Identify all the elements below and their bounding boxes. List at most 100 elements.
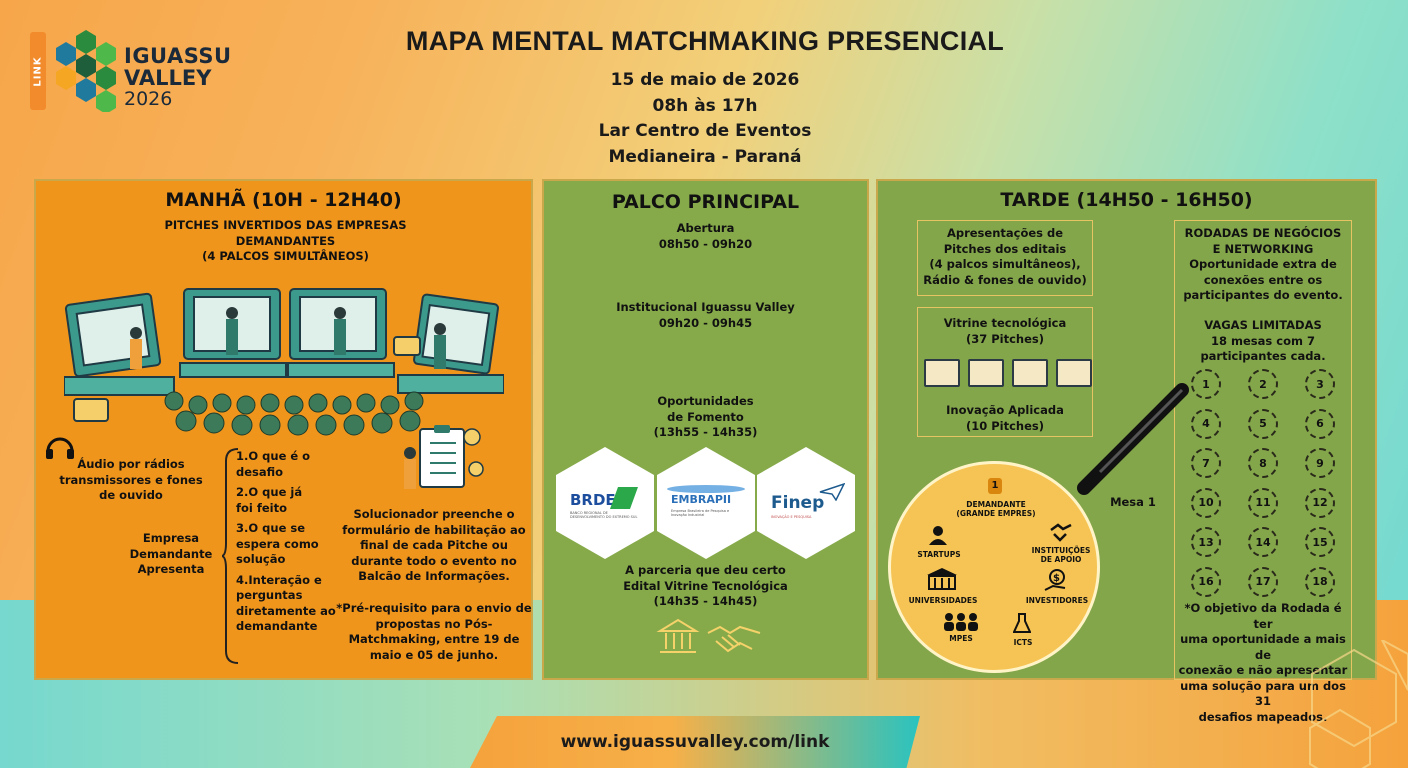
magnifier-handle-icon xyxy=(1077,383,1189,495)
form-checklist-icon xyxy=(404,425,484,489)
manha-subtitle-line3: (4 PALCOS SIMULTÂNEOS) xyxy=(202,249,369,263)
handshake-icon xyxy=(707,625,761,653)
flask-icon xyxy=(1013,613,1031,633)
group-people-icon xyxy=(944,613,978,631)
manha-subtitle: PITCHES INVERTIDOS DAS EMPRESAS DEMANDAN… xyxy=(36,218,535,265)
paper-plane-icon xyxy=(819,483,845,501)
vitrine-count: (37 Pitches) xyxy=(965,331,1045,346)
decorative-hexagons xyxy=(1309,640,1408,768)
round-table-17: 17 xyxy=(1248,566,1278,597)
institucional-block: Institucional Iguassu Valley 09h20 - 09h… xyxy=(544,300,867,331)
inovacao-count: (10 Pitches) xyxy=(965,418,1045,433)
embrapii-logo-hex: EMBRAPII Empresa Brasileira de Pesquisa … xyxy=(657,447,755,559)
instituicoes-label: INSTITUIÇÕES DE APOIO xyxy=(1031,546,1091,564)
mesa-1-circle: 1 DEMANDANTE (GRANDE EMPRES) STARTUPS IN… xyxy=(888,461,1100,673)
panel-palco-principal: PALCO PRINCIPAL Abertura 08h50 - 09h20 I… xyxy=(542,179,869,680)
person-icon xyxy=(929,526,947,545)
growth-chart-icon xyxy=(1012,359,1048,387)
empresa-line1: Empresa xyxy=(142,531,200,545)
audio-info: Áudio por rádios transmissores e fones d… xyxy=(56,457,206,504)
parceria-line1: A parceria que deu certo xyxy=(625,563,786,577)
round-table-2: 2 xyxy=(1248,369,1278,399)
pie-chart-icon xyxy=(1056,359,1092,387)
event-info: 15 de maio de 2026 08h às 17h Lar Centro… xyxy=(520,68,890,170)
fomento-block: Oportunidades de Fomento (13h55 - 14h35) xyxy=(544,394,867,441)
money-hand-icon: $ xyxy=(1044,569,1066,591)
round-table-13: 13 xyxy=(1191,527,1221,557)
round-table-5: 5 xyxy=(1248,408,1278,439)
institucional-label: Institucional Iguassu Valley xyxy=(616,300,795,314)
rodadas-title-line2: E NETWORKING xyxy=(1212,241,1314,256)
manha-title: MANHÃ (10H - 12H40) xyxy=(165,189,402,211)
rodadas-box: RODADAS DE NEGÓCIOS E NETWORKING Oportun… xyxy=(1174,220,1352,724)
round-table-3: 3 xyxy=(1305,369,1335,399)
round-table-16: 16 xyxy=(1191,566,1221,597)
abertura-label: Abertura xyxy=(676,221,735,235)
bank-building-icon xyxy=(656,618,700,653)
finep-sub: INOVAÇÃO E PESQUISA xyxy=(771,515,812,519)
embrapii-logo: EMBRAPII xyxy=(671,493,732,506)
brde-sub: BANCO REGIONAL DE DESENVOLVIMENTO DO EXT… xyxy=(570,511,638,519)
rodadas-title-line1: RODADAS DE NEGÓCIOS xyxy=(1184,226,1342,240)
vitrine-label: Vitrine tecnológica xyxy=(943,316,1067,330)
universidades-label: UNIVERSIDADES xyxy=(908,596,978,605)
university-building-icon xyxy=(927,568,957,590)
round-table-9: 9 xyxy=(1305,448,1335,478)
fomento-time: (13h55 - 14h35) xyxy=(653,425,758,439)
round-table-8: 8 xyxy=(1248,448,1278,478)
bar-chart-icon xyxy=(968,359,1004,387)
manha-subtitle-line2: DEMANDANTES xyxy=(235,233,336,248)
hexagon-cluster-icon xyxy=(56,30,116,112)
finep-logo: Finep xyxy=(771,493,825,513)
page-title: MAPA MENTAL MATCHMAKING PRESENCIAL xyxy=(405,26,1005,56)
startups-label: STARTUPS xyxy=(917,550,961,559)
logo-line-2: VALLEY xyxy=(124,66,212,90)
inovacao-label: Inovação Aplicada xyxy=(946,403,1064,417)
round-table-12: 12 xyxy=(1305,487,1335,518)
tarde-title: TARDE (14H50 - 16H50) xyxy=(1000,189,1253,211)
round-table-6: 6 xyxy=(1305,408,1335,439)
fomento-line2: de Fomento xyxy=(667,409,744,424)
round-table-11: 11 xyxy=(1248,487,1278,518)
round-table-1: 1 xyxy=(1191,369,1221,399)
parceria-line2: Edital Vitrine Tecnológica xyxy=(623,578,788,593)
parceria-block: A parceria que deu certo Edital Vitrine … xyxy=(544,563,867,610)
audio-line3: de ouvido xyxy=(99,488,163,502)
logo-line-1: IGUASSU xyxy=(124,44,232,68)
finep-logo-hex: Finep INOVAÇÃO E PESQUISA xyxy=(757,447,855,559)
apresentacoes-box: Apresentações de Pitches dos editais (4 … xyxy=(917,220,1093,296)
event-venue: Lar Centro de Eventos xyxy=(598,121,812,141)
audio-line1: Áudio por rádios xyxy=(77,457,185,471)
line-chart-icon xyxy=(924,359,960,387)
brace-divider xyxy=(222,448,239,664)
round-table-14: 14 xyxy=(1248,527,1278,557)
solver-info: Solucionador preenche o formulário de ha… xyxy=(342,507,526,583)
embrapii-sub: Empresa Brasileira de Pesquisa e Inovaçã… xyxy=(671,509,730,517)
vagas-label: VAGAS LIMITADAS xyxy=(1204,318,1322,332)
parceria-time: (14h35 - 14h45) xyxy=(653,594,758,608)
stages-illustration xyxy=(64,288,504,436)
abertura-block: Abertura 08h50 - 09h20 xyxy=(544,221,867,252)
round-table-7: 7 xyxy=(1191,448,1221,478)
fomento-line1: Oportunidades xyxy=(657,394,754,408)
website-link[interactable]: www.iguassuvalley.com/link xyxy=(560,732,830,752)
iguassu-valley-logo: LINK IGUASSU VALLEY 2026 xyxy=(30,28,240,114)
brde-logo: BRDE xyxy=(570,491,616,509)
empresa-line3: Apresenta xyxy=(137,562,205,576)
panel-manha: MANHÃ (10H - 12H40) PITCHES INVERTIDOS D… xyxy=(34,179,533,680)
investidores-label: INVESTIDORES xyxy=(1025,596,1089,605)
round-table-4: 4 xyxy=(1191,408,1221,439)
brde-logo-hex: BRDE BANCO REGIONAL DE DESENVOLVIMENTO D… xyxy=(556,447,654,559)
empresa-apresenta: Empresa Demandante Apresenta xyxy=(116,531,226,578)
handshake-dark-icon xyxy=(1050,523,1072,542)
round-table-18: 18 xyxy=(1305,566,1335,597)
footer-band xyxy=(470,716,920,768)
vitrine-box: Vitrine tecnológica (37 Pitches) Inovaçã… xyxy=(917,307,1093,437)
abertura-time: 08h50 - 09h20 xyxy=(658,236,753,251)
round-table-10: 10 xyxy=(1191,487,1221,518)
